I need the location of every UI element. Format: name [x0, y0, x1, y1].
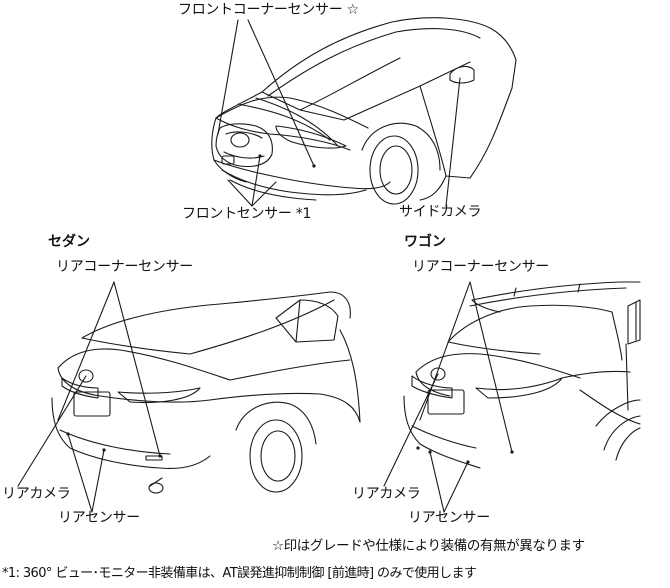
front-corner-sensor-label: フロントコーナーセンサー ☆: [178, 2, 359, 18]
wagon-car-illustration: [383, 281, 641, 513]
sedan-heading: セダン: [48, 234, 90, 250]
front-sensor-label: フロントセンサー *1: [182, 206, 312, 222]
wagon-rear-camera-label: リアカメラ: [352, 486, 421, 502]
wagon-heading: ワゴン: [404, 234, 446, 250]
sedan-rear-sensor-label: リアセンサー: [58, 510, 140, 526]
sedan-rear-corner-sensor-label: リアコーナーセンサー: [56, 259, 193, 275]
footnote: *1: 360° ビュー･モニター非装備車は、AT誤発進抑制制御 [前進時] の…: [2, 566, 477, 581]
wagon-rear-corner-sensor-label: リアコーナーセンサー: [412, 259, 549, 275]
sedan-car-illustration: [17, 281, 361, 513]
sedan-rear-camera-label: リアカメラ: [2, 486, 71, 502]
front-car-illustration: [211, 17, 517, 207]
grade-note: ☆印はグレードや仕様により装備の有無が異なります: [272, 538, 585, 554]
side-camera-label: サイドカメラ: [399, 204, 482, 220]
wagon-rear-sensor-label: リアセンサー: [408, 510, 490, 526]
